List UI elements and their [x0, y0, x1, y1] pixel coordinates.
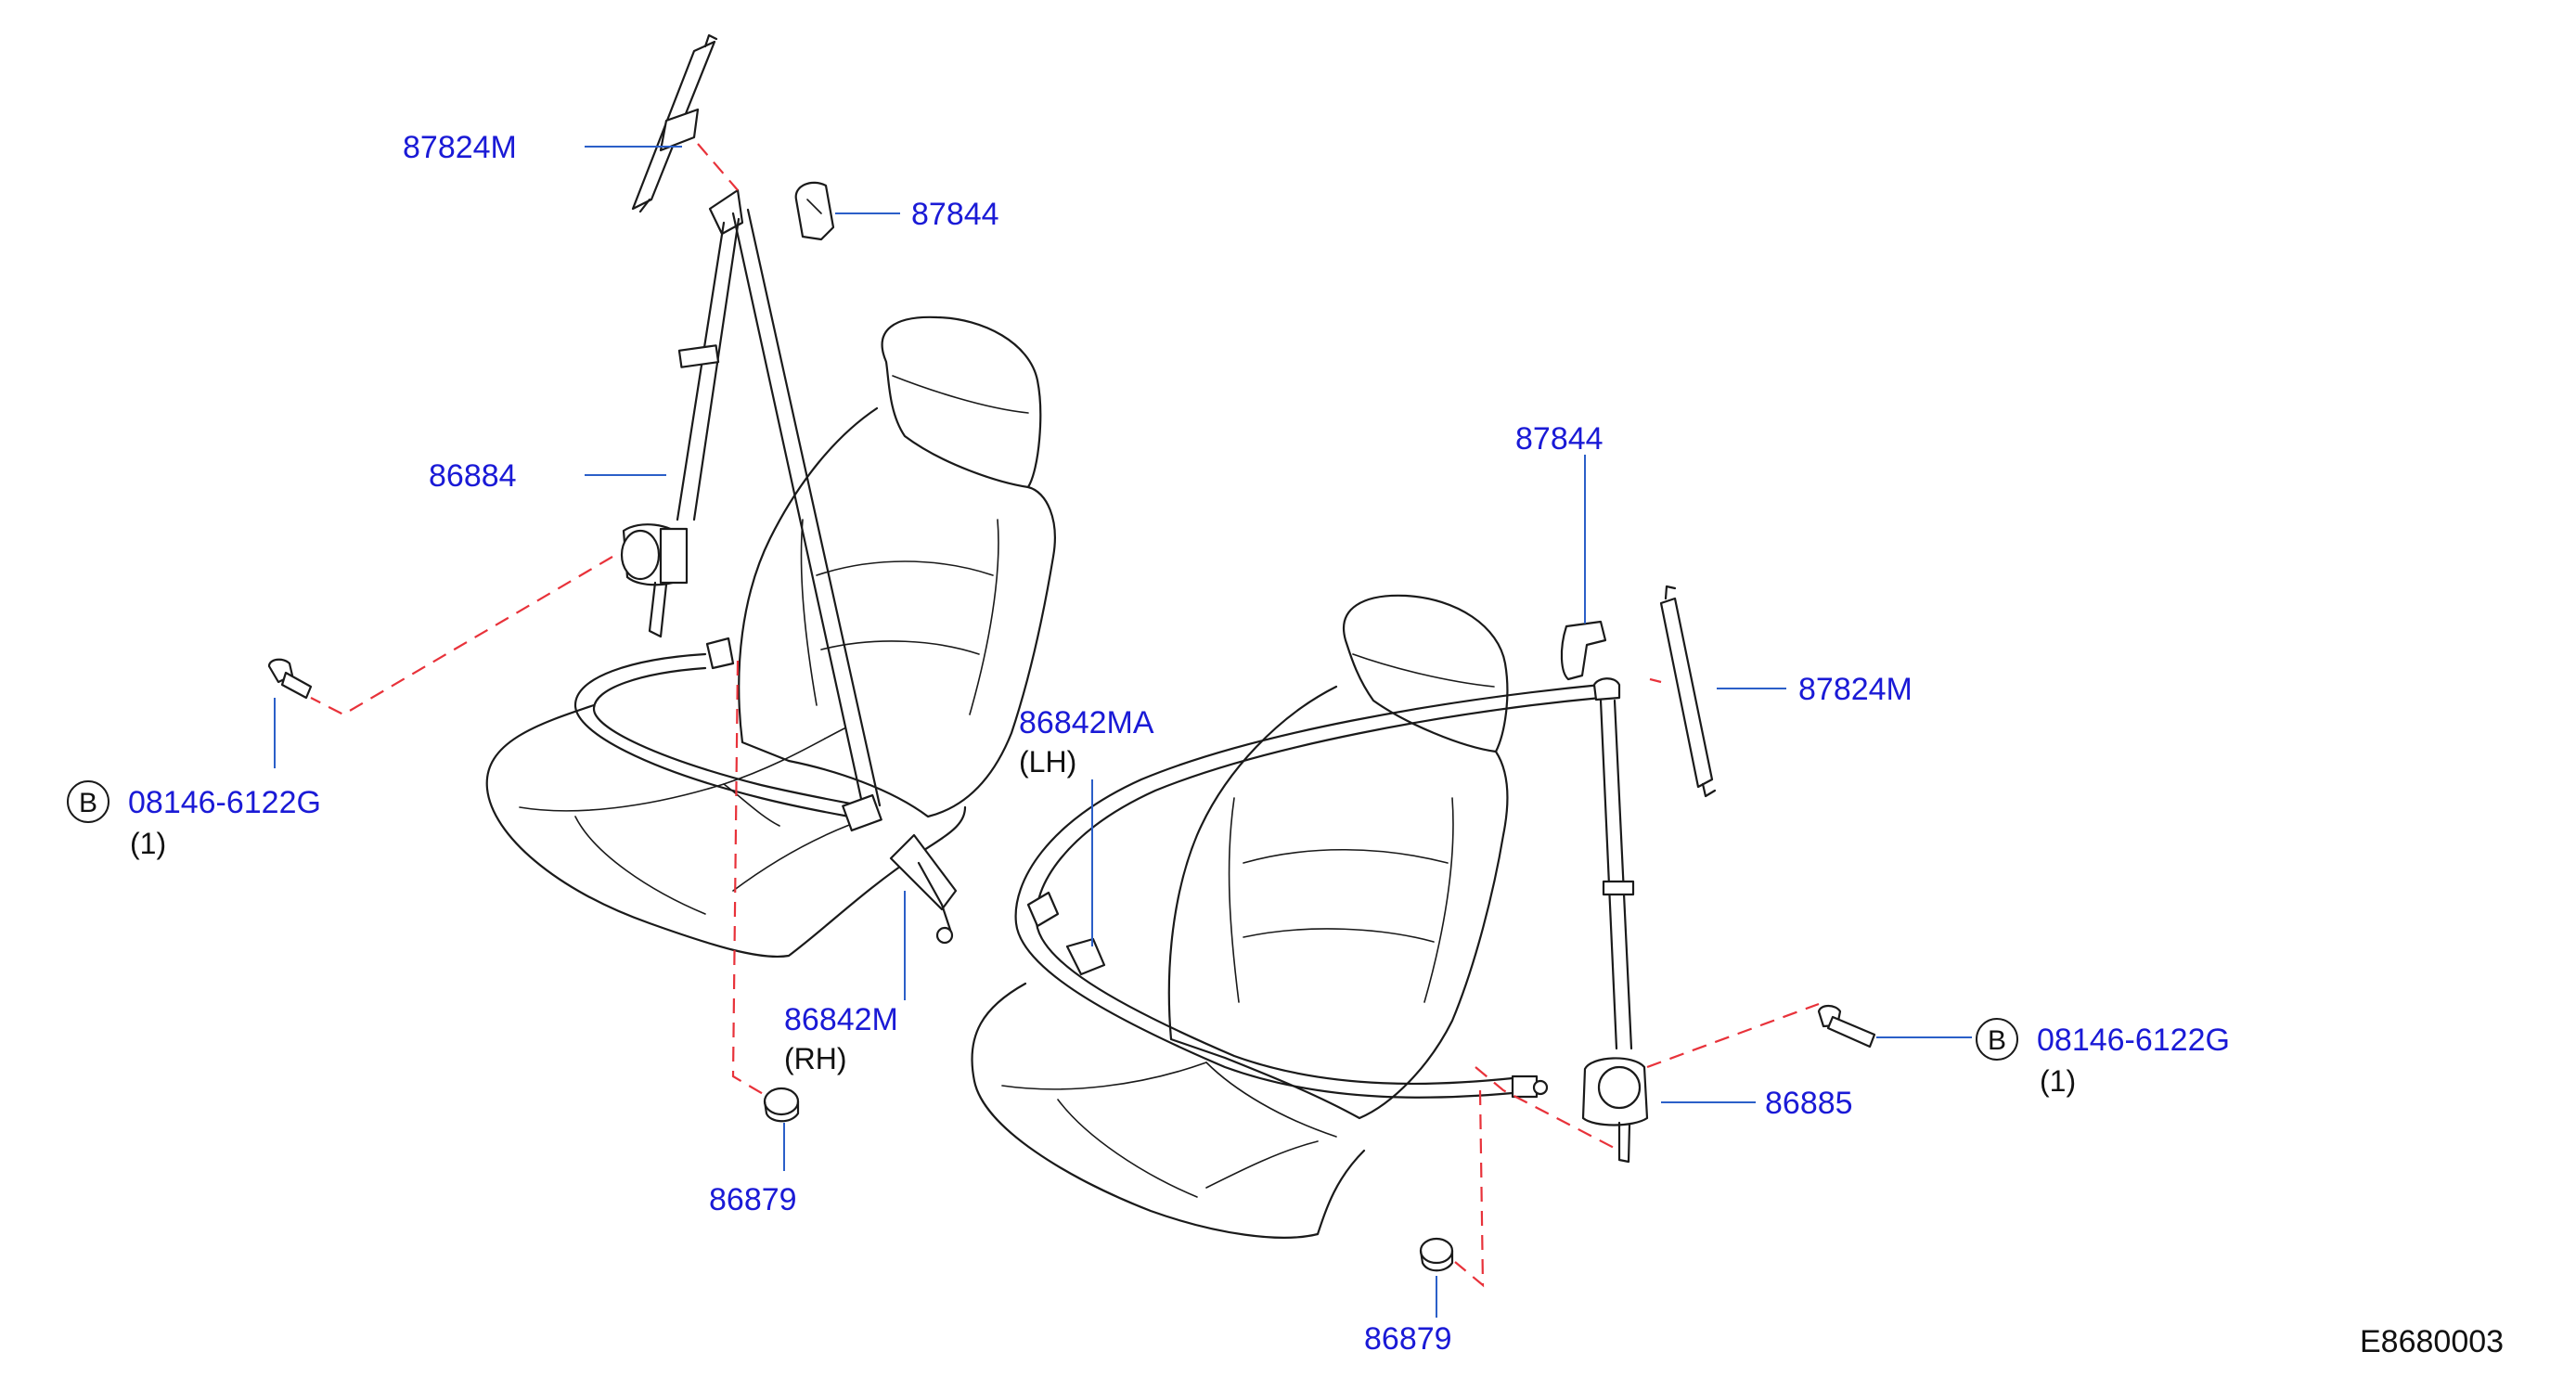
bolt-left-mark: B [79, 788, 97, 818]
cap-left-drawing [763, 1087, 800, 1123]
assembly-links [310, 143, 1820, 1288]
label-buckle-rh[interactable]: 86842M [784, 1002, 898, 1037]
upper-adjuster-right-drawing [1659, 585, 1717, 798]
diagram-code: E8680003 [2360, 1324, 2504, 1359]
buckle-rh-side: (RH) [784, 1042, 847, 1075]
seat-belt-rh-assembly [620, 188, 882, 832]
bolt-left-drawing [267, 658, 313, 700]
upper-adjuster-left-drawing [631, 33, 718, 213]
label-belt-rh[interactable]: 86884 [429, 458, 517, 494]
label-belt-lh[interactable]: 86885 [1765, 1086, 1853, 1121]
cover-left-drawing [794, 181, 835, 241]
label-upper-adjuster-right[interactable]: 87824M [1798, 672, 1913, 707]
seat-left-drawing [485, 315, 1056, 959]
bolt-left-qty: (1) [130, 827, 166, 860]
label-buckle-lh[interactable]: 86842MA [1019, 705, 1154, 740]
label-cover-right[interactable]: 87844 [1515, 421, 1604, 457]
label-bolt-left[interactable]: 08146-6122G [128, 785, 321, 820]
bolt-right-qty: (1) [2040, 1064, 2076, 1098]
label-bolt-right[interactable]: 08146-6122G [2037, 1023, 2230, 1058]
leader-lines [274, 146, 1972, 1318]
bolt-right-drawing [1817, 1004, 1876, 1049]
bolt-right-mark: B [1988, 1025, 2006, 1056]
seat-belt-lh-assembly [1581, 677, 1649, 1164]
cap-right-drawing [1419, 1237, 1454, 1272]
buckle-lh-side: (LH) [1019, 745, 1076, 779]
part-labels: 87824M 87844 86884 B 08146-6122G (1) 868… [67, 130, 2504, 1359]
buckle-rh-drawing [889, 833, 958, 945]
bolt-left-mark-circle [67, 780, 109, 823]
label-cap-right[interactable]: 86879 [1364, 1321, 1452, 1357]
label-cap-left[interactable]: 86879 [709, 1182, 797, 1217]
seat-right-drawing [971, 594, 1603, 1239]
cover-right-drawing [1560, 620, 1607, 681]
label-cover-left[interactable]: 87844 [911, 197, 999, 232]
bolt-right-mark-circle [1976, 1018, 2018, 1061]
label-upper-adjuster-left[interactable]: 87824M [403, 130, 517, 165]
